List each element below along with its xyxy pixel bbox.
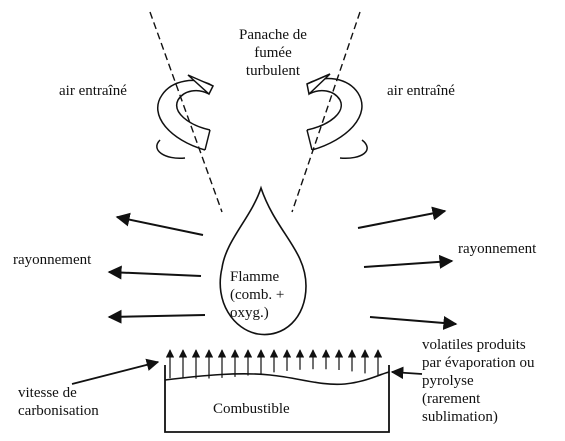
air-entrainment-arrow-right [307, 74, 367, 158]
char-rate-pointer-arrow [72, 362, 158, 384]
air-entrained-label-right: air entraîné [387, 82, 455, 100]
radiation-arrow-right-top [358, 211, 445, 228]
radiation-arrow-right-middle [364, 261, 452, 267]
char-rate-label: vitesse de carbonisation [18, 384, 99, 420]
volatiles-label: volatiles produits par évaporation ou py… [422, 336, 534, 426]
radiation-arrow-left-bottom [109, 315, 205, 317]
flame-label: Flamme (comb. + oxyg.) [230, 268, 290, 322]
air-entrainment-arrow-left [157, 75, 213, 158]
radiation-arrow-left-top [117, 217, 203, 235]
radiation-arrow-left-middle [109, 272, 201, 276]
fuel-label: Combustible [213, 400, 323, 418]
plume-label: Panache de fumée turbulent [218, 26, 328, 80]
radiation-arrow-right-bottom [370, 317, 456, 324]
radiation-label-right: rayonnement [458, 240, 536, 258]
air-entrained-label-left: air entraîné [59, 82, 127, 100]
fuel-surface [165, 372, 389, 384]
radiation-label-left: rayonnement [13, 251, 91, 269]
volatiles-pointer-arrow [392, 372, 422, 374]
plume-boundary-left [150, 12, 222, 212]
